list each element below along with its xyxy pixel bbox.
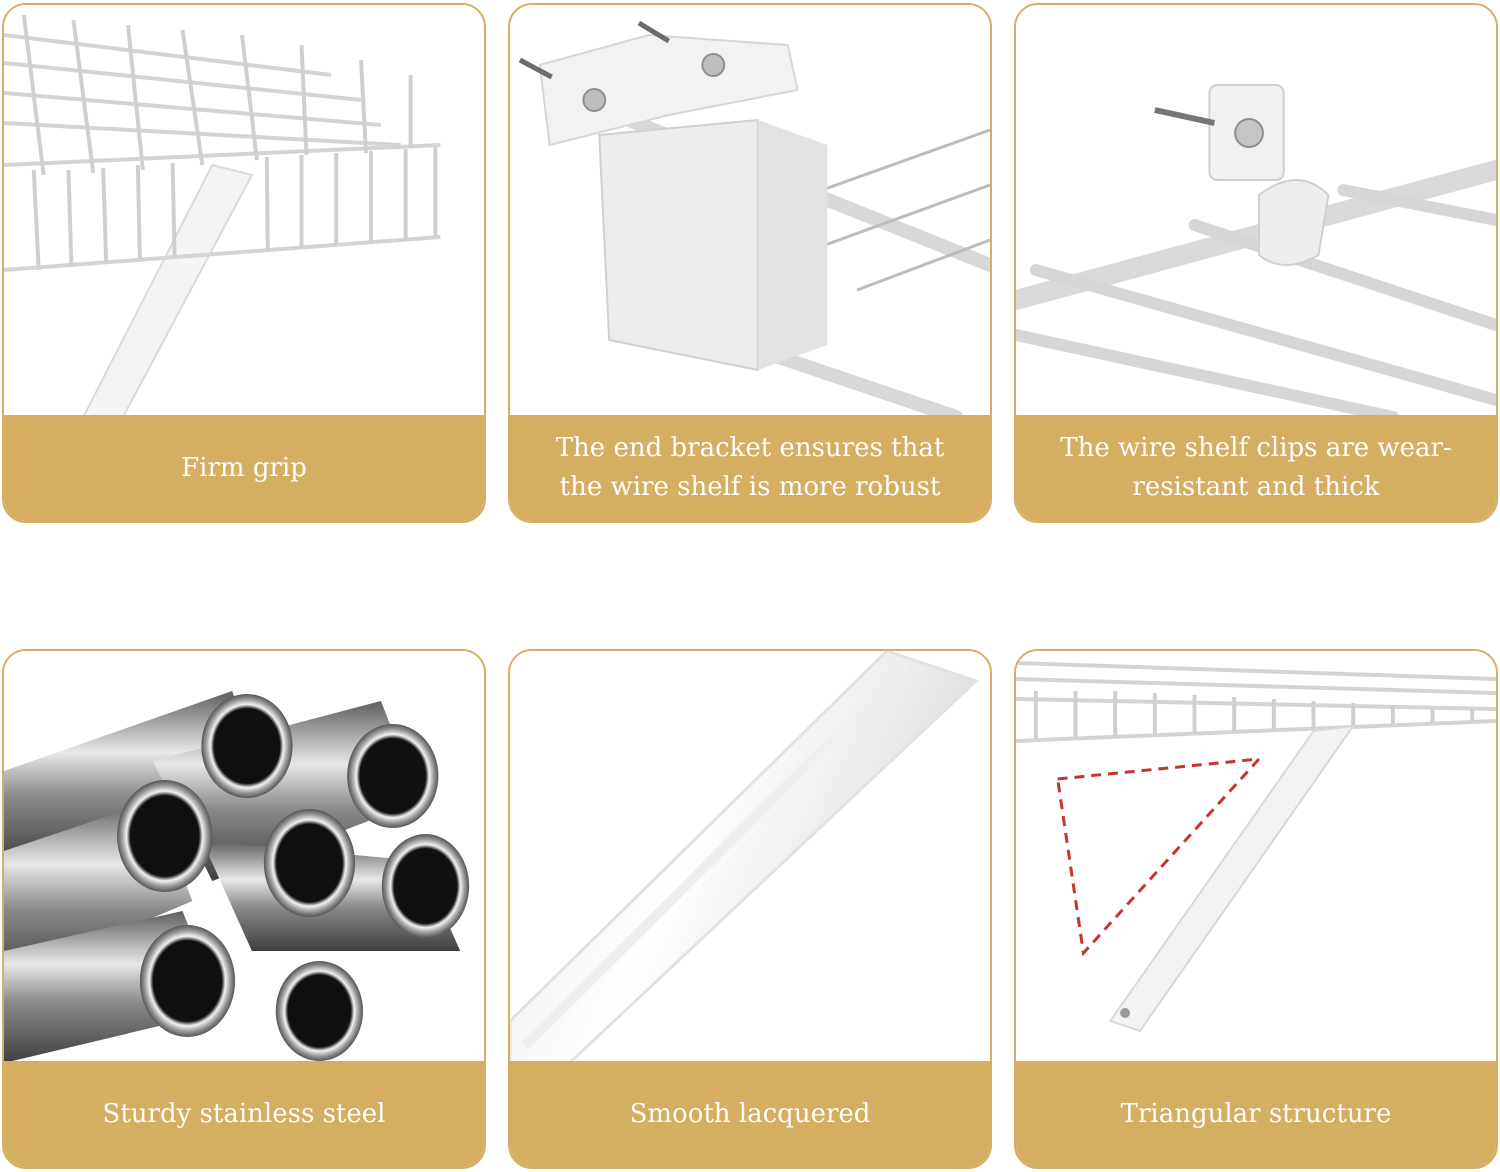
feature-card-smooth-lacquered: Smooth lacquered — [508, 649, 992, 1169]
feature-card-firm-grip: Firm grip — [2, 3, 486, 523]
caption: The end bracket ensures that the wire sh… — [510, 415, 990, 521]
feature-card-triangular-structure: Triangular structure — [1014, 649, 1498, 1169]
feature-card-shelf-clip: The wire shelf clips are wear-resistant … — [1014, 3, 1498, 523]
end-bracket-image — [510, 5, 990, 417]
feature-card-stainless-steel: Sturdy stainless steel — [2, 649, 486, 1169]
feature-card-end-bracket: The end bracket ensures that the wire sh… — [508, 3, 992, 523]
caption: Sturdy stainless steel — [4, 1061, 484, 1167]
caption: The wire shelf clips are wear-resistant … — [1016, 415, 1496, 521]
lacquered-rod-image — [510, 651, 990, 1063]
wire-shelf-bracket-image — [4, 5, 484, 417]
shelf-clip-image — [1016, 5, 1496, 417]
caption: Triangular structure — [1016, 1061, 1496, 1167]
caption: Smooth lacquered — [510, 1061, 990, 1167]
triangular-support-image — [1016, 651, 1496, 1063]
caption: Firm grip — [4, 415, 484, 521]
steel-tubes-image — [4, 651, 484, 1063]
